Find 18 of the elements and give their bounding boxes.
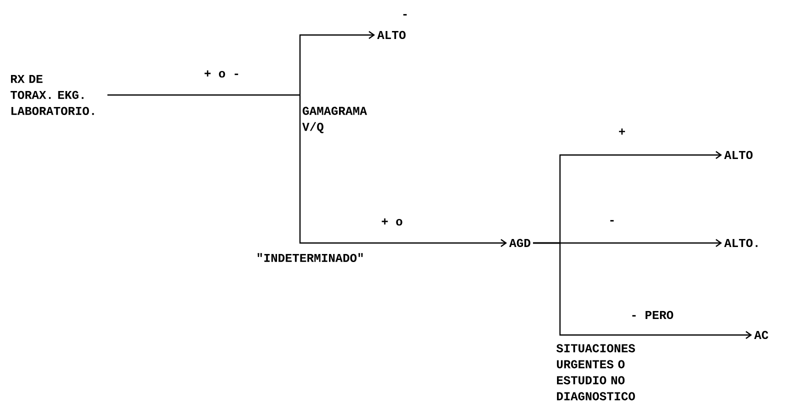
note-text: "INDETERMINADO" bbox=[258, 253, 363, 262]
flow-text: RX DE TORAX. EKG. LABORATORIO. bbox=[10, 74, 94, 115]
edge-label: + o bbox=[382, 218, 402, 226]
arrow bbox=[299, 31, 375, 120]
edge-label: - bbox=[403, 14, 407, 16]
edge-label: + o - bbox=[204, 70, 238, 78]
note-text: SITUACIONES URGENTES O ESTUDIO NO DIAGNOSTICO bbox=[556, 344, 636, 400]
flow-text: AC bbox=[754, 330, 768, 340]
edge-label: - bbox=[610, 220, 614, 222]
flow-text: ALTO bbox=[724, 150, 753, 160]
edge-label: + bbox=[619, 128, 625, 135]
arrow bbox=[533, 242, 752, 339]
flow-text: AGD bbox=[509, 238, 530, 248]
edge-label: - PERO bbox=[632, 310, 674, 320]
flow-text: ALTO. bbox=[724, 238, 758, 248]
arrow bbox=[299, 120, 507, 247]
flow-text: ALTO bbox=[377, 30, 406, 40]
flow-text: GAMAGRAMA V/Q bbox=[302, 106, 367, 134]
